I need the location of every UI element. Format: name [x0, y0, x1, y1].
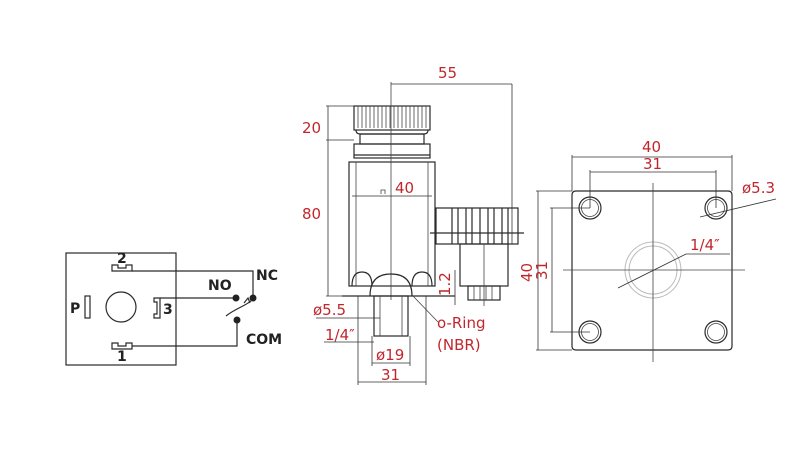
bottom-view: 40 31 40 31 ø5.3 1/4″	[518, 138, 777, 362]
nc-contact-icon	[249, 294, 257, 302]
nc-label: NC	[256, 268, 278, 284]
connector-outline	[65, 252, 177, 366]
terminal-1-icon	[111, 342, 133, 350]
dim-hole-spacing-h: 31	[643, 155, 662, 173]
dim-port-diameter: ø19	[376, 346, 404, 364]
oring-callout-line1: o-Ring	[437, 314, 486, 332]
terminal-1-label: 1	[117, 349, 127, 365]
knurl-lines	[357, 106, 427, 128]
mounting-plate	[571, 190, 733, 351]
terminal-2-icon	[111, 264, 133, 272]
dim-body-width: 40	[395, 179, 414, 197]
dim-body-height: 80	[302, 205, 321, 223]
knurled-cap	[353, 105, 431, 131]
dim-oring-offset: 1.2	[436, 272, 454, 296]
oring-callout-line2: (NBR)	[437, 336, 481, 354]
wiring-diagram: 2 1 P 3 NO NC COM	[65, 251, 282, 366]
port-stem	[373, 295, 409, 337]
dim-overall-width: 55	[438, 64, 457, 82]
dim-thread: 1/4″	[325, 326, 355, 344]
dim-cap-height: 20	[302, 119, 321, 137]
dim-port-thread: 1/4″	[690, 236, 720, 254]
dim-plate-width: 40	[642, 138, 661, 156]
dim-hole-diameter: ø5.3	[742, 179, 775, 197]
terminal-p-icon	[84, 295, 91, 319]
dim-base-width: 31	[381, 366, 400, 384]
valve-body	[348, 161, 436, 287]
dim-plate-height: 40	[518, 263, 536, 282]
com-contact-icon	[233, 316, 241, 324]
dim-hole-spacing-v: 31	[533, 261, 551, 280]
connector-plug	[435, 207, 519, 245]
switch-lever-icon	[225, 296, 253, 317]
terminal-3-icon	[153, 297, 161, 319]
side-view: 40 55	[302, 64, 524, 385]
terminal-3-label: 3	[163, 302, 173, 318]
wire-com	[132, 322, 238, 347]
dim-mount-hole: ø5.5	[313, 301, 346, 319]
center-hole-icon	[105, 291, 137, 323]
no-contact-icon	[232, 294, 240, 302]
wire-nc	[132, 270, 254, 297]
terminal-2-label: 2	[117, 251, 127, 267]
terminal-p-label: P	[70, 301, 80, 317]
com-label: COM	[246, 332, 282, 348]
no-label: NO	[208, 278, 232, 294]
